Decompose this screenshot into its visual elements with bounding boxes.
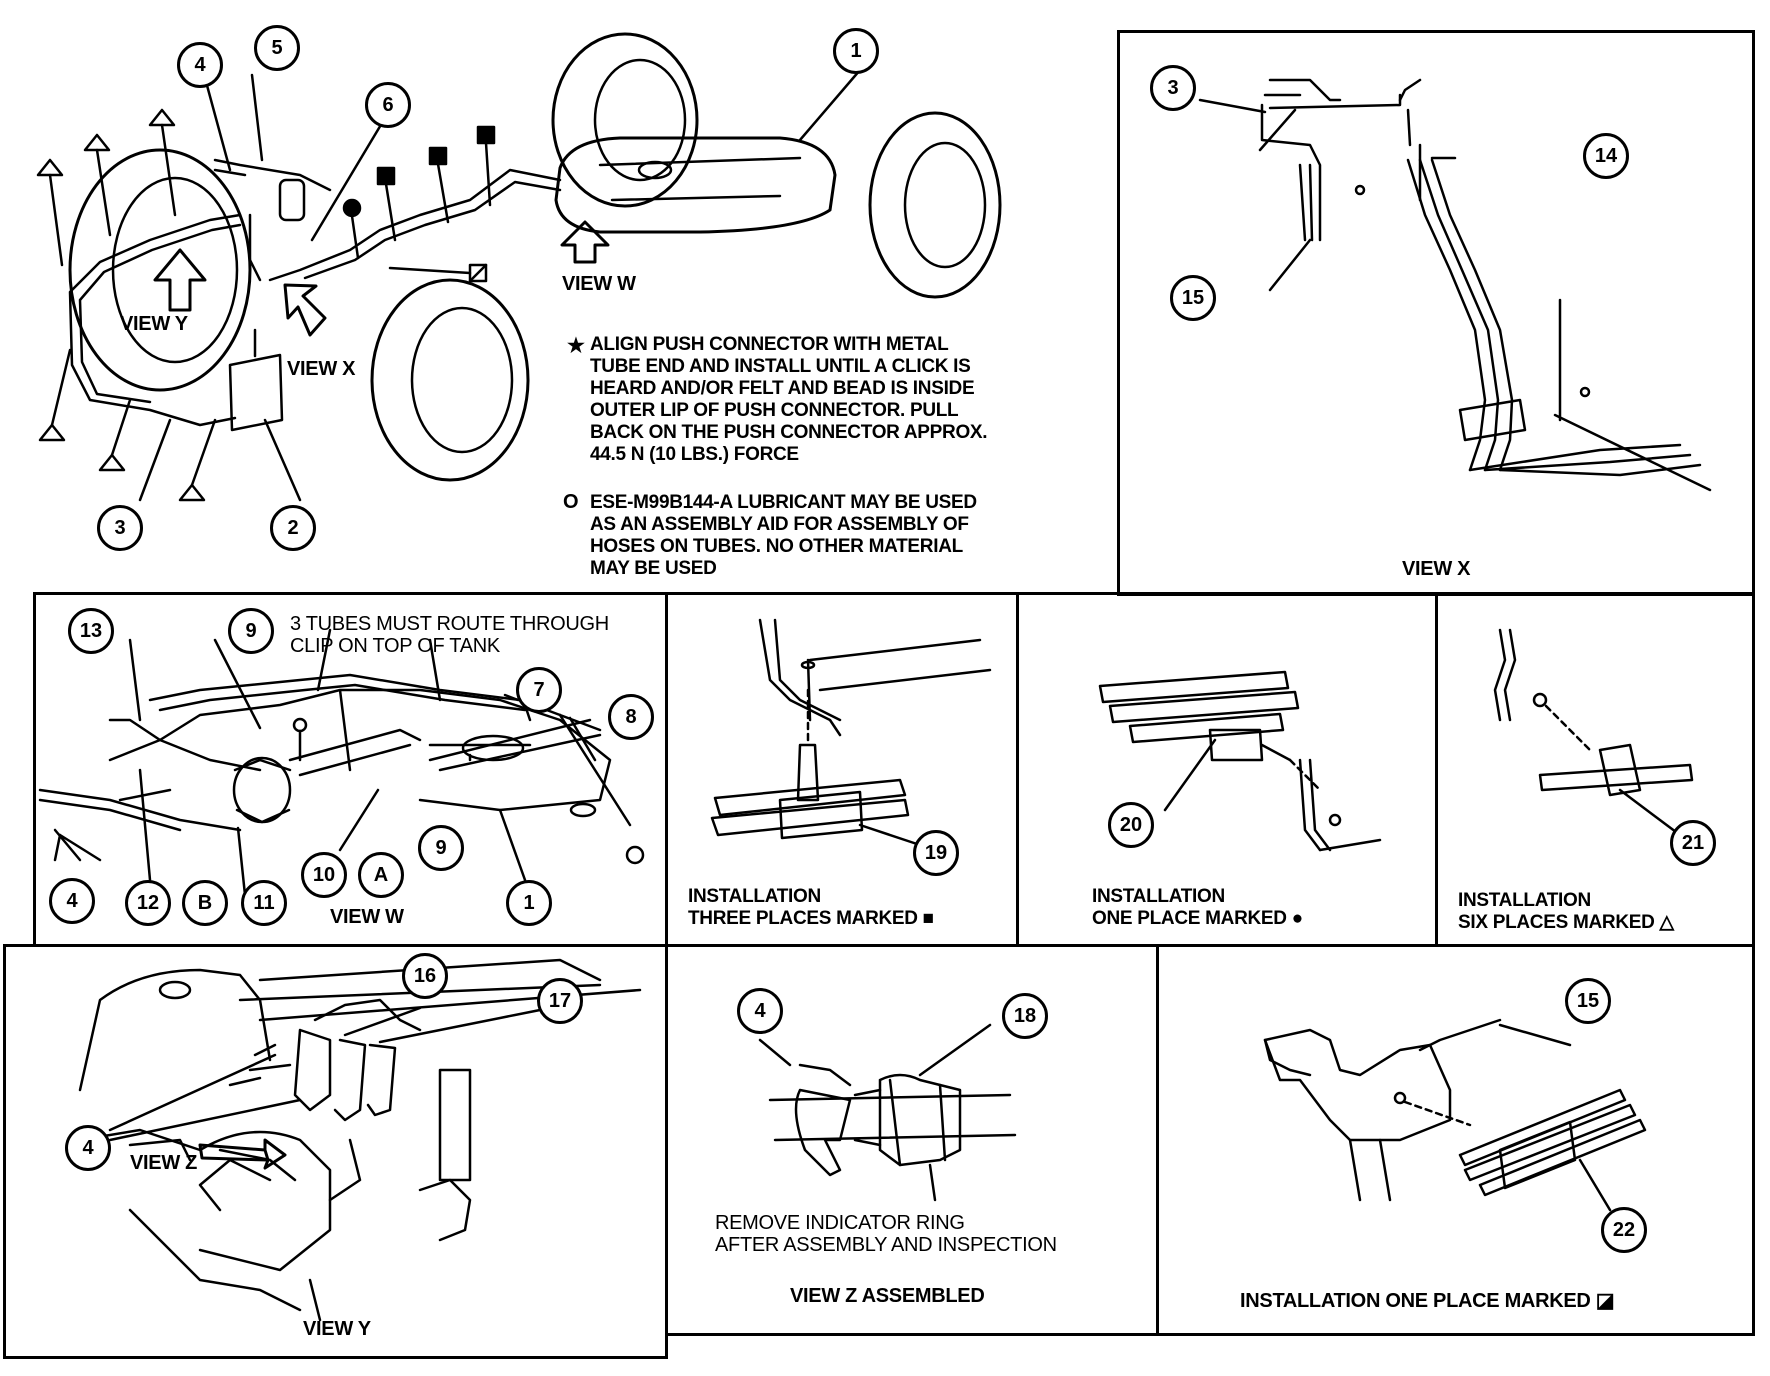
remove-ring-label: REMOVE INDICATOR RING AFTER ASSEMBLY AND… bbox=[715, 1212, 1057, 1256]
view-z-arrow-label: VIEW Z bbox=[130, 1152, 198, 1174]
view-x-illustration bbox=[1198, 78, 1712, 492]
callout-12: 12 bbox=[125, 880, 171, 926]
callout-letter-a: A bbox=[358, 852, 404, 898]
callout-16: 16 bbox=[402, 953, 448, 999]
callout-1: 1 bbox=[506, 880, 552, 926]
callout-22: 22 bbox=[1601, 1207, 1647, 1253]
callout-11: 11 bbox=[241, 880, 287, 926]
callout-letter-b: B bbox=[182, 880, 228, 926]
install-one-place-label: INSTALLATION ONE PLACE MARKED ◪ bbox=[1240, 1290, 1615, 1312]
callout-13: 13 bbox=[68, 608, 114, 654]
callout-18: 18 bbox=[1002, 993, 1048, 1039]
overview-illustration bbox=[36, 32, 1002, 502]
install-one-place-panel bbox=[1156, 944, 1755, 1336]
callout-19: 19 bbox=[913, 830, 959, 876]
callout-1: 1 bbox=[833, 28, 879, 74]
view-y-illustration bbox=[78, 958, 642, 1322]
callout-4: 4 bbox=[65, 1125, 111, 1171]
callout-9: 9 bbox=[228, 608, 274, 654]
callout-9: 9 bbox=[418, 825, 464, 871]
install-triangle-label: INSTALLATION SIX PLACES MARKED △ bbox=[1458, 890, 1674, 933]
callout-2: 2 bbox=[270, 505, 316, 551]
circle-bullet: O bbox=[563, 491, 579, 513]
callout-3: 3 bbox=[1150, 65, 1196, 111]
install-square-label: INSTALLATION THREE PLACES MARKED ■ bbox=[688, 886, 934, 929]
callout-4: 4 bbox=[177, 42, 223, 88]
view-x-label: VIEW X bbox=[287, 358, 356, 380]
star-bullet: ★ bbox=[567, 335, 585, 357]
callout-5: 5 bbox=[254, 25, 300, 71]
view-y-label: VIEW Y bbox=[120, 313, 188, 335]
install-square-illustration bbox=[710, 618, 992, 847]
view-y-title: VIEW Y bbox=[303, 1318, 371, 1340]
route-note: 3 TUBES MUST ROUTE THROUGH CLIP ON TOP O… bbox=[290, 613, 609, 657]
callout-10: 10 bbox=[301, 852, 347, 898]
view-z-assembled-title: VIEW Z ASSEMBLED bbox=[790, 1285, 985, 1307]
star-note: ALIGN PUSH CONNECTOR WITH METAL TUBE END… bbox=[590, 334, 988, 465]
callout-6: 6 bbox=[365, 82, 411, 128]
callout-4: 4 bbox=[49, 878, 95, 924]
callout-21: 21 bbox=[1670, 820, 1716, 866]
callout-3: 3 bbox=[97, 505, 143, 551]
view-w-title: VIEW W bbox=[330, 906, 404, 928]
view-x-title: VIEW X bbox=[1402, 558, 1471, 580]
view-w-label: VIEW W bbox=[562, 273, 636, 295]
view-w-illustration bbox=[38, 628, 645, 897]
callout-17: 17 bbox=[537, 978, 583, 1024]
install-one-place-illustration bbox=[1263, 1018, 1647, 1212]
view-z-assembled-illustration bbox=[758, 1023, 1017, 1202]
callout-4: 4 bbox=[737, 988, 783, 1034]
install-dot-illustration bbox=[1098, 670, 1382, 852]
install-triangle-illustration bbox=[1493, 628, 1694, 837]
callout-15: 15 bbox=[1170, 275, 1216, 321]
callout-7: 7 bbox=[516, 667, 562, 713]
callout-8: 8 bbox=[608, 694, 654, 740]
callout-15: 15 bbox=[1565, 978, 1611, 1024]
callout-20: 20 bbox=[1108, 802, 1154, 848]
install-dot-label: INSTALLATION ONE PLACE MARKED ● bbox=[1092, 886, 1303, 929]
circle-note: ESE-M99B144-A LUBRICANT MAY BE USED AS A… bbox=[590, 492, 977, 579]
view-x-panel bbox=[1117, 30, 1755, 596]
callout-14: 14 bbox=[1583, 133, 1629, 179]
